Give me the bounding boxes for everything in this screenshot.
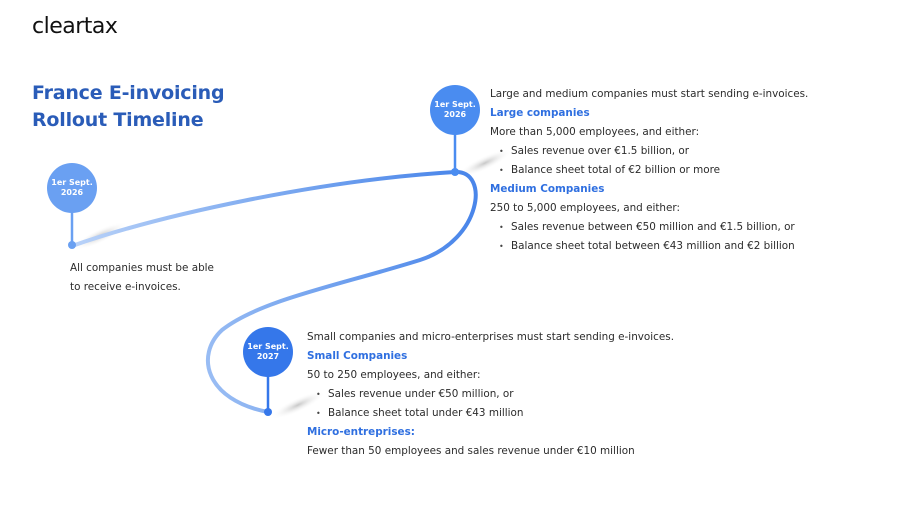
milestone-description: All companies must be able (70, 262, 214, 274)
date-line: 1er Sept. (247, 342, 289, 351)
date-line: 1er Sept. (51, 178, 93, 187)
milestone-2-date: 1er Sept. 2026 (430, 100, 480, 120)
group-criteria: More than 5,000 employees, and either: (490, 126, 700, 138)
group-heading-large: Large companies (490, 107, 590, 119)
bullet-item: Balance sheet total between €43 million … (490, 237, 808, 256)
milestone-2-text: Large and medium companies must start se… (490, 85, 808, 256)
bullet-item: Sales revenue under €50 million, or (307, 385, 674, 404)
timeline-curve (70, 169, 478, 414)
page-title-line2: Rollout Timeline (32, 109, 204, 131)
group-criteria: Fewer than 50 employees and sales revenu… (307, 445, 635, 457)
milestone-1-text: All companies must be able to receive e-… (70, 259, 214, 297)
milestone-description: Small companies and micro-enterprises mu… (307, 331, 674, 343)
year-line: 2027 (256, 352, 280, 361)
year-line: 2026 (443, 110, 467, 119)
bullet-item: Balance sheet total of €2 billion or mor… (490, 161, 808, 180)
year-line: 2026 (60, 188, 84, 197)
bullet-item: Sales revenue over €1.5 billion, or (490, 142, 808, 161)
milestone-pin-2 (430, 85, 480, 176)
milestone-pin-1 (47, 163, 97, 249)
page-title-line1: France E-invoicing (32, 82, 225, 104)
milestone-1-date: 1er Sept. 2026 (47, 178, 97, 198)
milestone-3-date: 1er Sept. 2027 (243, 342, 293, 362)
milestone-description: Large and medium companies must start se… (490, 88, 809, 100)
group-criteria: 50 to 250 employees, and either: (307, 369, 481, 381)
group-criteria: 250 to 5,000 employees, and either: (490, 202, 680, 214)
milestone-pin-3 (243, 327, 293, 416)
bullet-item: Sales revenue between €50 million and €1… (490, 218, 808, 237)
milestone-description: to receive e-invoices. (70, 281, 181, 293)
group-heading-small: Small Companies (307, 350, 408, 362)
bullet-item: Balance sheet total under €43 million (307, 404, 674, 423)
page-title: France E-invoicing Rollout Timeline (32, 80, 225, 134)
group-heading-medium: Medium Companies (490, 183, 605, 195)
date-line: 1er Sept. (434, 100, 476, 109)
cleartax-logo: cleartax (32, 14, 118, 39)
milestone-3-text: Small companies and micro-enterprises mu… (307, 328, 674, 461)
group-heading-micro: Micro-entreprises: (307, 426, 415, 438)
